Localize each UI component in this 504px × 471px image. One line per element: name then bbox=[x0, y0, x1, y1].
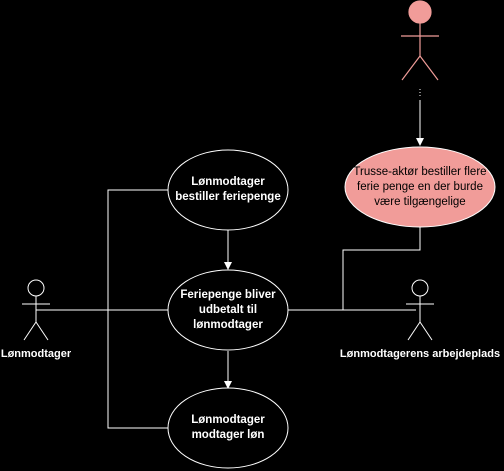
actor-arbejdeplads-label: Lønmodtagerens arbejdeplads bbox=[339, 348, 501, 360]
usecase-udbetalt-ellipse[interactable] bbox=[167, 269, 289, 351]
usecase-modtager-label: Lønmodtager modtager løn bbox=[191, 414, 265, 441]
connectors bbox=[36, 100, 424, 429]
usecase-trusse-ellipse[interactable] bbox=[344, 146, 496, 228]
connector-actor-to-bestiller bbox=[36, 189, 168, 311]
trusse-actor-dots bbox=[419, 89, 421, 96]
connector-trusse-to-arbejdeplads bbox=[342, 227, 421, 310]
usecase-udbetalt-label: Feriepenge bliver udbetalt til lønmodtag… bbox=[180, 288, 276, 331]
usecase-modtager-ellipse[interactable] bbox=[167, 387, 289, 469]
usecase-bestiller-ellipse[interactable] bbox=[167, 149, 289, 231]
usecase-bestiller-label: Lønmodtager bestiller feriepenge bbox=[175, 176, 281, 203]
usecase-trusse-label: Trusse-aktør bestiller flere ferie penge… bbox=[353, 165, 487, 208]
actor-loenmodtager-figure[interactable] bbox=[22, 279, 50, 341]
actor-arbejdeplads-figure[interactable] bbox=[406, 279, 434, 341]
actor-trusse-figure[interactable] bbox=[401, 0, 439, 81]
connector-actor-to-modtager bbox=[107, 310, 168, 429]
actor-loenmodtager-label: Lønmodtager bbox=[0, 348, 72, 360]
